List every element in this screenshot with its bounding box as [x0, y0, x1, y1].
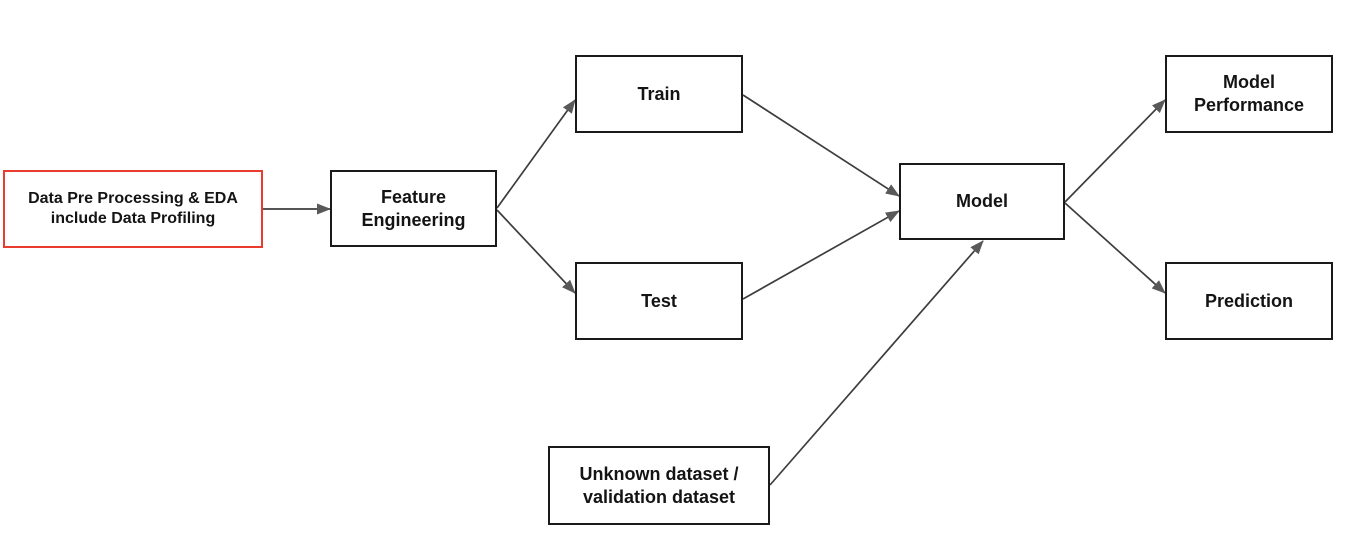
node-prediction: Prediction [1165, 262, 1333, 340]
node-feature-engineering: Feature Engineering [330, 170, 497, 247]
edge-feature-engineering-to-test [496, 209, 576, 294]
node-test: Test [575, 262, 743, 340]
edge-train-to-model [742, 94, 900, 197]
edge-model-to-prediction [1064, 202, 1166, 294]
node-model: Model [899, 163, 1065, 240]
node-unknown-validation-dataset: Unknown dataset / validation dataset [548, 446, 770, 525]
node-model-performance: Model Performance [1165, 55, 1333, 133]
node-data-preprocessing-eda: Data Pre Processing & EDA include Data P… [3, 170, 263, 248]
edge-unknown-dataset-to-model [769, 240, 984, 486]
edge-feature-engineering-to-train [496, 99, 576, 209]
edge-test-to-model [742, 210, 900, 300]
node-train: Train [575, 55, 743, 133]
edge-model-to-model-performance [1064, 99, 1166, 203]
